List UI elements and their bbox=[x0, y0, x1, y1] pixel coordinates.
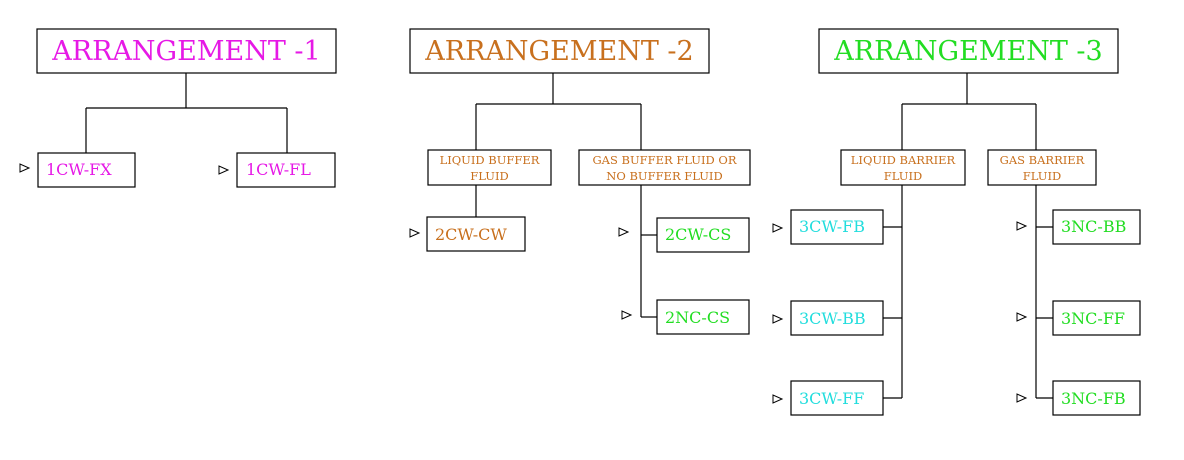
seal-box bbox=[656, 299, 750, 335]
triangle-marker-icon bbox=[19, 163, 31, 173]
category-box bbox=[987, 149, 1097, 186]
category-label-line1: GAS BARRIER bbox=[1000, 153, 1085, 167]
arrangement-2-title-box bbox=[409, 28, 710, 74]
category-label-line2: NO BUFFER FLUID bbox=[606, 169, 722, 183]
seal-node: 1CW-FL bbox=[218, 152, 336, 188]
triangle-marker-icon bbox=[218, 165, 230, 175]
seal-box bbox=[426, 216, 526, 252]
seal-label: 3NC-FB bbox=[1061, 389, 1126, 408]
seal-box bbox=[656, 217, 750, 253]
seal-node: 3NC-FB bbox=[1016, 380, 1141, 416]
category-label-line2: FLUID bbox=[470, 169, 508, 183]
seal-node: 1CW-FX bbox=[19, 152, 136, 188]
seal-label: 3CW-FF bbox=[799, 389, 864, 408]
triangle-marker-icon bbox=[1016, 221, 1028, 231]
category-label-line1: GAS BUFFER FLUID OR bbox=[592, 153, 736, 167]
seal-box bbox=[236, 152, 336, 188]
seal-node: 2CW-CW bbox=[409, 216, 526, 252]
seal-label: 3NC-BB bbox=[1061, 217, 1126, 236]
category-node: LIQUID BUFFER FLUID bbox=[427, 149, 552, 186]
triangle-marker-icon bbox=[621, 310, 633, 320]
category-label-line1: LIQUID BUFFER bbox=[440, 153, 540, 167]
triangle-marker-icon bbox=[772, 314, 784, 324]
seal-label: 2NC-CS bbox=[665, 308, 730, 327]
triangle-marker-icon bbox=[1016, 393, 1028, 403]
seal-node: 2CW-CS bbox=[618, 217, 750, 253]
triangle-marker-icon bbox=[1016, 312, 1028, 322]
category-node: LIQUID BARRIER FLUID bbox=[840, 149, 966, 186]
category-label-line1: LIQUID BARRIER bbox=[851, 153, 956, 167]
triangle-marker-icon bbox=[772, 223, 784, 233]
seal-label: 2CW-CS bbox=[665, 225, 731, 244]
arrangement-1-title-box bbox=[36, 28, 337, 74]
category-label-line2: FLUID bbox=[1023, 169, 1061, 183]
category-box bbox=[578, 149, 751, 186]
category-node: GAS BUFFER FLUID OR NO BUFFER FLUID bbox=[578, 149, 751, 186]
seal-node: 3CW-FF bbox=[772, 380, 884, 416]
seal-label: 3CW-BB bbox=[799, 309, 866, 328]
category-box bbox=[840, 149, 966, 186]
seal-box bbox=[790, 380, 884, 416]
seal-node: 3CW-FB bbox=[772, 209, 884, 245]
category-node: GAS BARRIER FLUID bbox=[987, 149, 1097, 186]
seal-box bbox=[790, 300, 884, 336]
seal-box bbox=[1052, 209, 1141, 245]
seal-box bbox=[790, 209, 884, 245]
category-box bbox=[427, 149, 552, 186]
arrangement-3-title-box bbox=[818, 28, 1119, 74]
seal-label: 2CW-CW bbox=[435, 225, 507, 244]
triangle-marker-icon bbox=[618, 227, 630, 237]
triangle-marker-icon bbox=[409, 228, 421, 238]
seal-box bbox=[37, 152, 136, 188]
arrangement-3-title: ARRANGEMENT -3 bbox=[833, 36, 1102, 67]
arrangement-1: ARRANGEMENT -1 1CW-FX 1CW-FL bbox=[19, 28, 337, 188]
seal-label: 1CW-FX bbox=[46, 160, 112, 179]
category-label-line2: FLUID bbox=[884, 169, 922, 183]
seal-node: 3NC-BB bbox=[1016, 209, 1141, 245]
arrangement-1-title: ARRANGEMENT -1 bbox=[51, 36, 320, 67]
seal-node: 3NC-FF bbox=[1016, 300, 1141, 336]
arrangement-2-title: ARRANGEMENT -2 bbox=[424, 36, 693, 67]
seal-label: 1CW-FL bbox=[246, 160, 311, 179]
seal-label: 3CW-FB bbox=[799, 217, 865, 236]
arrangement-1-connectors bbox=[85, 73, 288, 153]
seal-box bbox=[1052, 380, 1141, 416]
seal-node: 2NC-CS bbox=[621, 299, 750, 335]
arrangement-3-connectors bbox=[883, 73, 1053, 399]
seal-node: 3CW-BB bbox=[772, 300, 884, 336]
triangle-marker-icon bbox=[772, 394, 784, 404]
seal-box bbox=[1052, 300, 1141, 336]
arrangement-2-connectors bbox=[475, 73, 657, 318]
arrangement-3: ARRANGEMENT -3 LIQUID BARRIER FLUID GAS … bbox=[772, 28, 1141, 416]
seal-label: 3NC-FF bbox=[1061, 309, 1125, 328]
arrangement-2: ARRANGEMENT -2 LIQUID BUFFER FLUID GAS B… bbox=[409, 28, 751, 335]
